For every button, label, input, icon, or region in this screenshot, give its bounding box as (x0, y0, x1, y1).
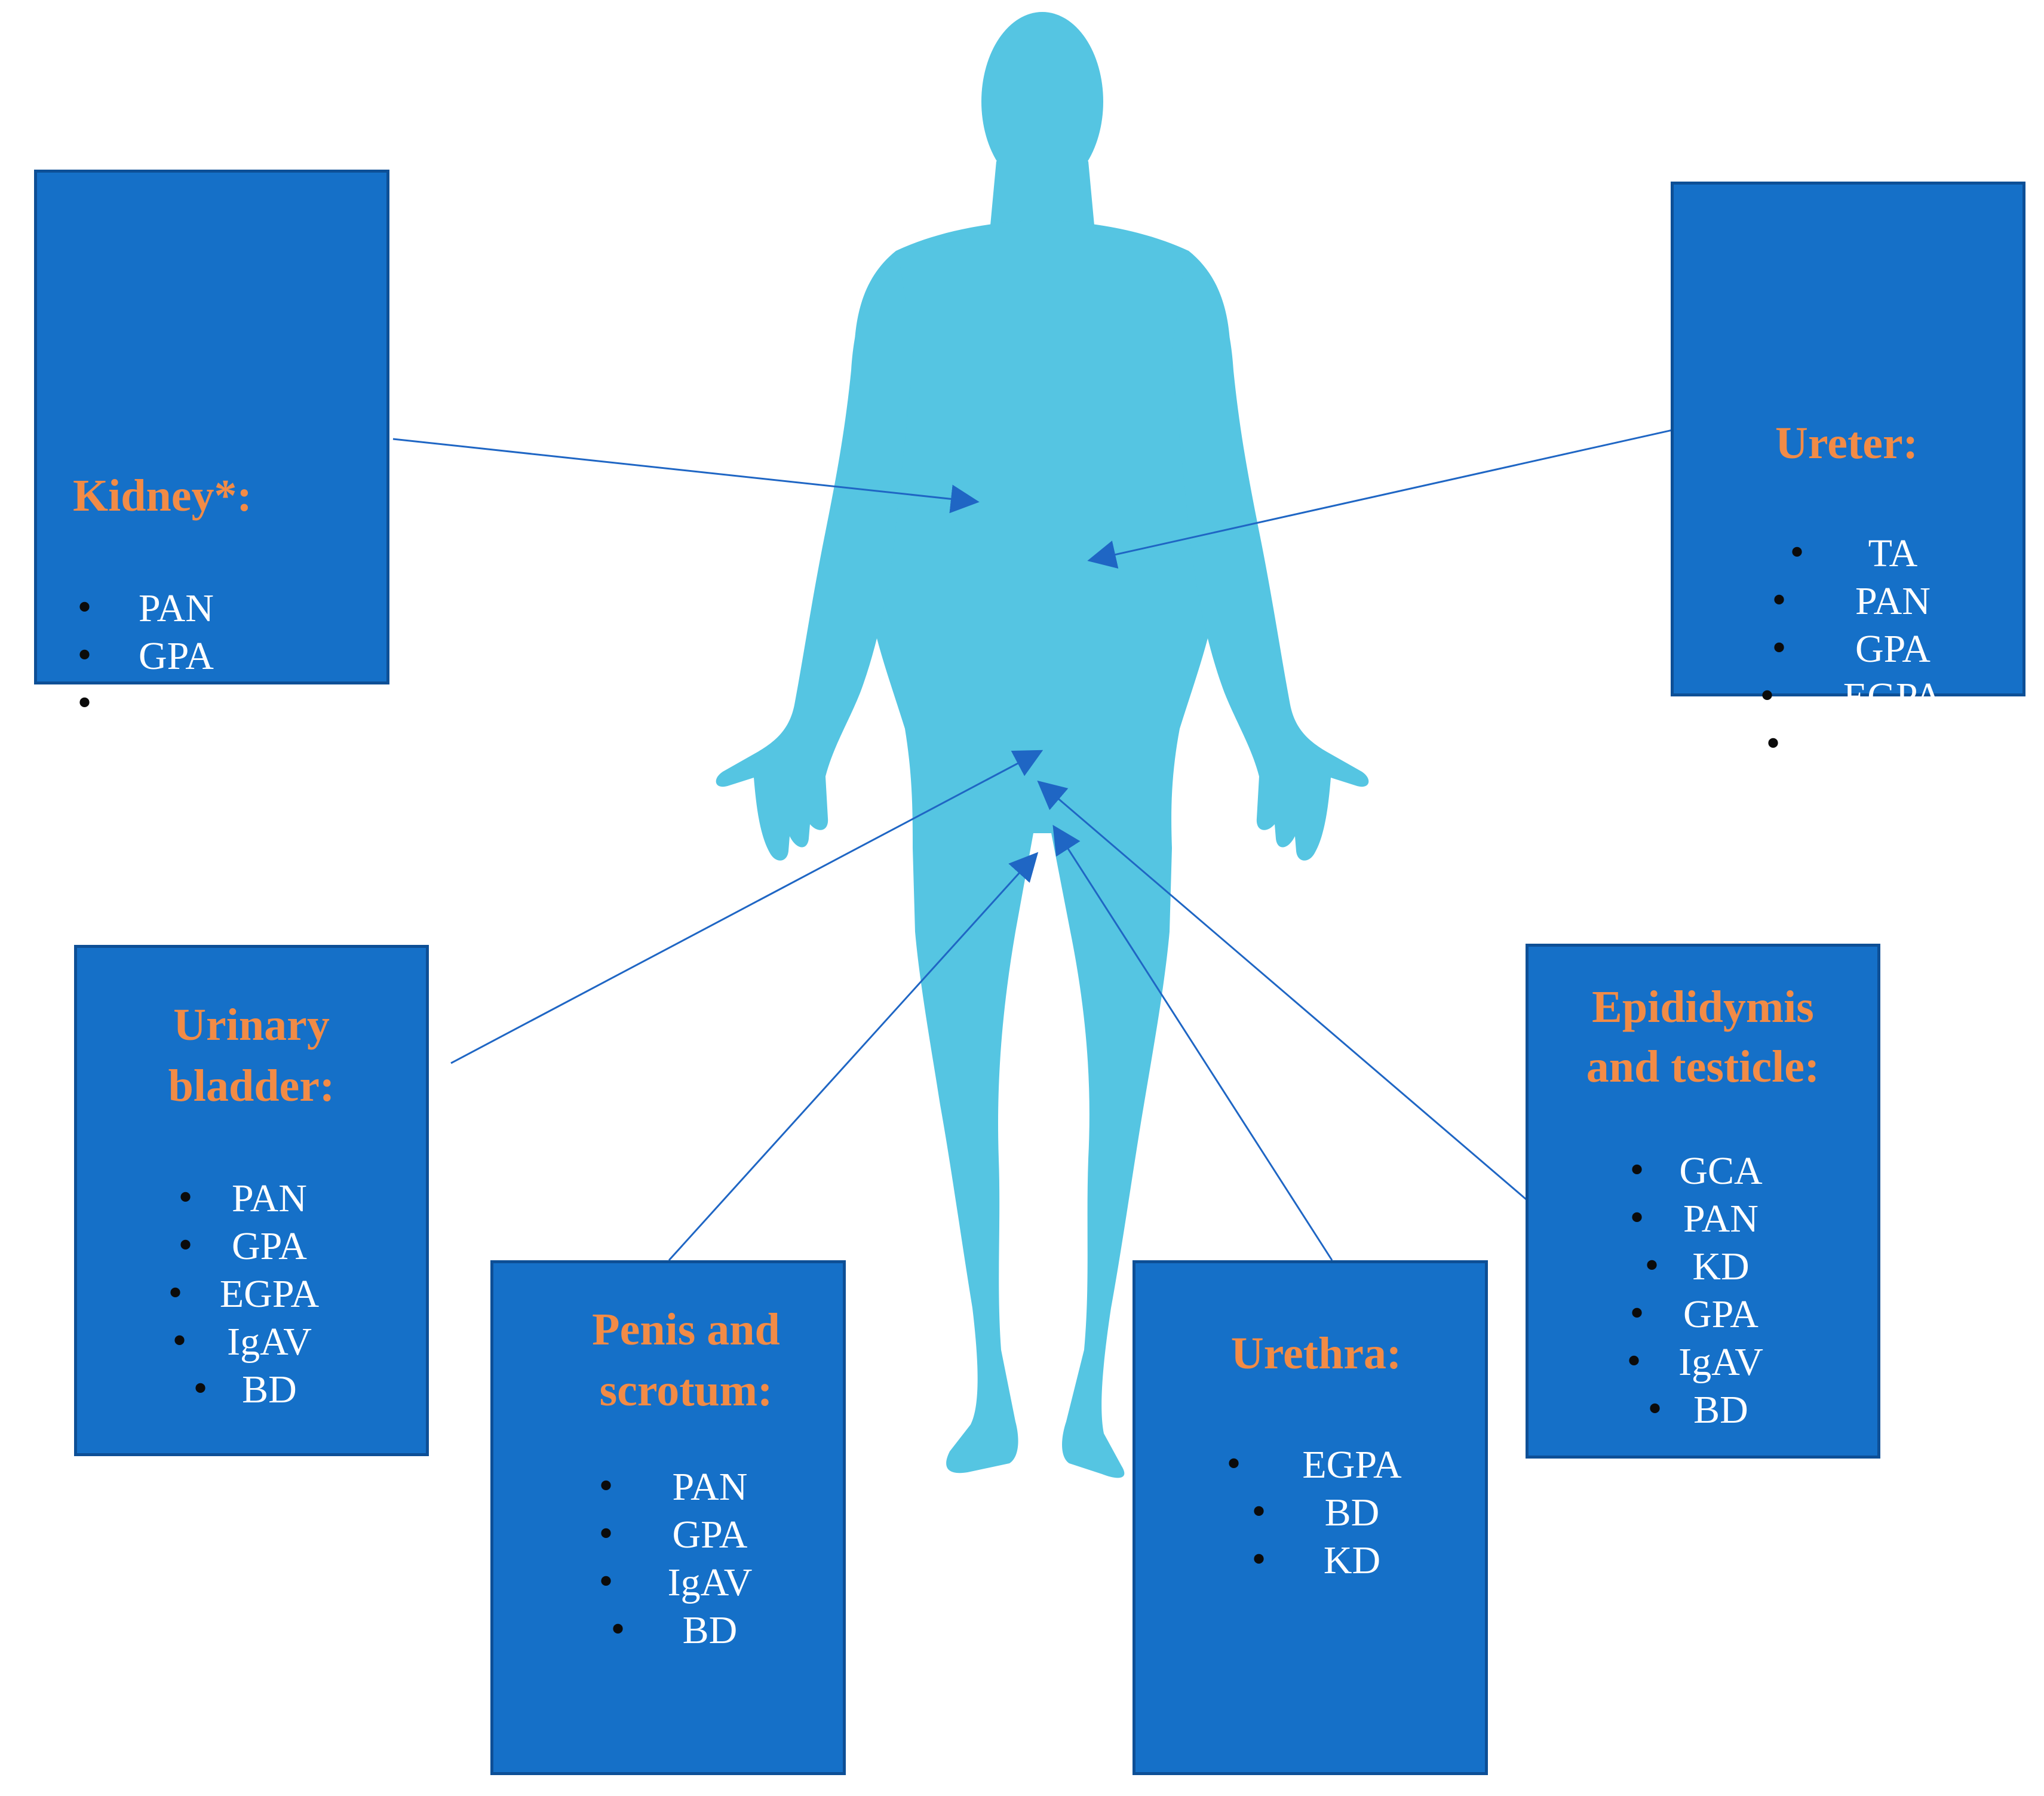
left-arm-shape (716, 257, 914, 861)
bullet-dot-icon: • (1645, 1390, 1665, 1429)
urinary-bladder-list: •PAN •GPA •EGPA •IgAV •BD (77, 1175, 426, 1414)
list-item: •KD (1529, 1243, 1877, 1291)
bullet-dot-icon: • (1763, 725, 1784, 764)
urethra-title: Urethra: (1230, 1328, 1402, 1379)
list-item: •TA (1674, 530, 2022, 578)
bullet-dot-icon: • (1249, 1493, 1269, 1532)
penis-scrotum-list: •PAN •GPA •IgAV •BD (493, 1463, 843, 1654)
list-item: •GPA (37, 633, 386, 680)
epididymis-testicle-title-line-1: Epididymis (1592, 982, 1814, 1032)
arrows (392, 429, 1673, 1261)
list-item: •GPA (493, 1511, 843, 1559)
list-item: •IgAV (1529, 1338, 1877, 1386)
list-item: •IgAV (1674, 721, 2022, 769)
penis-scrotum-title-line-2: scrotum: (599, 1365, 773, 1416)
bullet-dot-icon: • (1769, 582, 1790, 621)
bullet-dot-icon: • (1787, 534, 1807, 573)
list-item: •EGPA (77, 1270, 426, 1318)
bullet-dot-icon: • (596, 1467, 616, 1506)
arrow-ureter (1087, 429, 1673, 569)
list-item: •BD (77, 1366, 426, 1414)
bullet-dot-icon: • (1627, 1295, 1647, 1334)
bullet-dot-icon: • (165, 1275, 186, 1313)
arrow-penis-scrotum (668, 852, 1039, 1261)
bullet-dot-icon: • (1642, 1247, 1662, 1286)
list-item: •KD (37, 680, 386, 728)
list-item: •PAN (1674, 578, 2022, 625)
epididymis-testicle-list: •GCA •PAN •KD •GPA •IgAV •BD (1529, 1147, 1877, 1434)
list-item: •BD (1135, 1489, 1485, 1537)
bullet-dot-icon: • (191, 1370, 211, 1409)
arrow-epididymis-testicle (1037, 780, 1527, 1201)
bullet-dot-icon: • (608, 1611, 628, 1650)
kidney-list: •PAN •GPA •KD (37, 585, 386, 728)
kidney-title: Kidney*: (73, 471, 252, 521)
list-item: •KD (1135, 1537, 1485, 1585)
list-item: •GPA (1529, 1291, 1877, 1338)
penis-scrotum-box: Penis and scrotum: •PAN •GPA •IgAV •BD (490, 1260, 846, 1775)
list-item: •GCA (1529, 1147, 1877, 1195)
urinary-bladder-title-line-2: bladder: (168, 1061, 335, 1111)
penis-scrotum-title-line-1: Penis and (592, 1304, 780, 1355)
urethra-list: •EGPA •BD •KD (1135, 1441, 1485, 1585)
bullet-dot-icon: • (176, 1179, 196, 1218)
head-shape (981, 12, 1103, 191)
list-item: •EGPA (1674, 673, 2022, 721)
arrow-urethra (1052, 824, 1333, 1261)
ureter-box: Ureter: •TA •PAN •GPA •EGPA •IgAV (1671, 182, 2025, 766)
bullet-dot-icon: • (1624, 1343, 1644, 1381)
list-item: •IgAV (493, 1559, 843, 1607)
bullet-dot-icon: • (170, 1322, 190, 1361)
list-item: •GPA (77, 1223, 426, 1270)
epididymis-testicle-title-line-2: and testicle: (1586, 1042, 1820, 1092)
urethra-box: Urethra: •EGPA •BD •KD (1133, 1260, 1488, 1775)
list-item: •PAN (37, 585, 386, 633)
bullet-dot-icon: • (75, 589, 95, 628)
list-item: •GPA (1674, 625, 2022, 673)
human-body-silhouette-icon (716, 12, 1369, 1478)
torso-legs-shape (854, 220, 1230, 1478)
bullet-dot-icon: • (75, 684, 95, 723)
list-item: •PAN (493, 1463, 843, 1511)
kidney-box: Kidney*: •PAN •GPA •KD (34, 170, 389, 726)
epididymis-testicle-box: Epididymis and testicle: •GCA •PAN •KD •… (1526, 944, 1880, 1459)
bullet-dot-icon: • (176, 1227, 196, 1266)
bullet-dot-icon: • (1224, 1445, 1244, 1484)
urinary-bladder-box: Urinary bladder: •PAN •GPA •EGPA •IgAV •… (74, 945, 429, 1456)
arrow-kidney (392, 438, 980, 514)
urinary-bladder-title-line-1: Urinary (173, 1000, 330, 1050)
bullet-dot-icon: • (1757, 677, 1778, 716)
bullet-dot-icon: • (596, 1515, 616, 1554)
list-item: •BD (493, 1607, 843, 1654)
ureter-title: Ureter: (1775, 418, 1919, 468)
bullet-dot-icon: • (1627, 1152, 1647, 1190)
right-arm-shape (1171, 257, 1369, 861)
ureter-list: •TA •PAN •GPA •EGPA •IgAV (1674, 530, 2022, 769)
list-item: •EGPA (1135, 1441, 1485, 1489)
bullet-dot-icon: • (1769, 630, 1790, 668)
bullet-dot-icon: • (1249, 1541, 1269, 1580)
list-item: •PAN (1529, 1195, 1877, 1243)
list-item: •IgAV (77, 1318, 426, 1366)
bullet-dot-icon: • (596, 1563, 616, 1602)
bullet-dot-icon: • (1627, 1199, 1647, 1238)
bullet-dot-icon: • (75, 637, 95, 676)
list-item: •PAN (77, 1175, 426, 1223)
arrow-urinary-bladder (450, 750, 1044, 1064)
list-item: •BD (1529, 1386, 1877, 1434)
